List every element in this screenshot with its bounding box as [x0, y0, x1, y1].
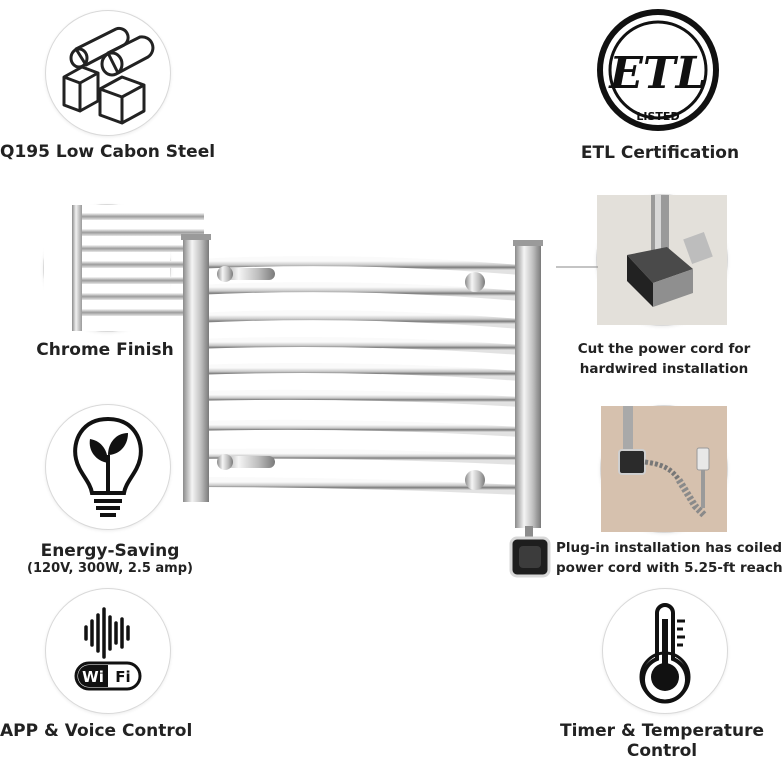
hardwire-line2: hardwired installation	[579, 361, 749, 377]
steel-label: Q195 Low Cabon Steel	[0, 142, 216, 162]
etl-logo-subtext: LISTED	[636, 110, 679, 123]
hardwire-connector-photo	[597, 195, 727, 325]
timer-desc: Timer & Temperature Control	[556, 721, 768, 761]
app-label: APP & Voice Control	[0, 721, 193, 741]
voice-wifi-icon: Wi Fi	[74, 607, 142, 691]
energy-label: Energy-Saving	[40, 541, 180, 561]
towel-warmer-image	[181, 234, 551, 578]
plugin-line2: power cord with 5.25-ft reach	[556, 560, 783, 576]
app-circle: Wi Fi	[45, 588, 171, 714]
plugin-circle	[600, 405, 728, 533]
steel-circle	[45, 10, 171, 136]
steel-bars-icon	[62, 26, 155, 125]
plugin-line1: Plug-in installation has coiled	[556, 540, 783, 556]
leaf-bulb-icon	[73, 416, 143, 517]
etl-logo-text: ETL	[607, 48, 706, 99]
etl-label: ETL Certification	[580, 143, 740, 163]
hardwire-desc: Cut the power cord for hardwired install…	[560, 339, 768, 379]
thermometer-icon	[639, 603, 691, 704]
timer-line2: Control	[626, 741, 698, 761]
hardwire-line1: Cut the power cord for	[577, 341, 751, 357]
svg-text:Wi: Wi	[82, 668, 104, 686]
chrome-bars-closeup	[44, 205, 204, 331]
coiled-cord-photo	[601, 406, 727, 532]
callout-line	[556, 266, 598, 268]
energy-circle	[45, 404, 171, 530]
timer-circle	[602, 588, 728, 714]
hardwire-circle	[596, 194, 728, 326]
chrome-circle	[43, 204, 204, 332]
svg-text:Fi: Fi	[115, 668, 130, 686]
chrome-label: Chrome Finish	[36, 340, 174, 360]
energy-sublabel: (120V, 300W, 2.5 amp)	[27, 561, 193, 576]
plugin-desc: Plug-in installation has coiled power co…	[556, 538, 783, 578]
etl-listed-logo: ETL LISTED	[597, 9, 719, 131]
timer-line1: Timer & Temperature	[560, 721, 764, 741]
